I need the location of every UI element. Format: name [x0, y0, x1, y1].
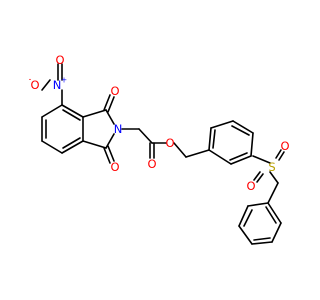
imide-nitrogen: N	[114, 122, 123, 136]
nitro-oxygen-left: O	[30, 78, 39, 92]
nitro-oxygen-top: O	[55, 53, 64, 67]
sulfonyl-sulfur: S	[268, 160, 275, 174]
sulfonyl-oxygen-top: O	[280, 139, 289, 153]
ester-carbonyl-oxygen: O	[147, 157, 156, 171]
atom-labels: O - N + O O N O O O S O O	[29, 53, 290, 193]
molecule-structure: O - N + O O N O O O S O O	[29, 53, 290, 245]
imide-oxygen-bottom: O	[110, 160, 119, 174]
bond-lines	[41, 63, 285, 245]
ester-linking-oxygen: O	[165, 136, 174, 150]
nitro-oxygen-charge: -	[29, 75, 32, 84]
imide-oxygen-top: O	[110, 84, 119, 98]
nitro-nitrogen-charge: +	[61, 76, 67, 85]
nitro-nitrogen: N	[53, 78, 62, 92]
sulfonyl-oxygen-bottom: O	[246, 179, 255, 193]
